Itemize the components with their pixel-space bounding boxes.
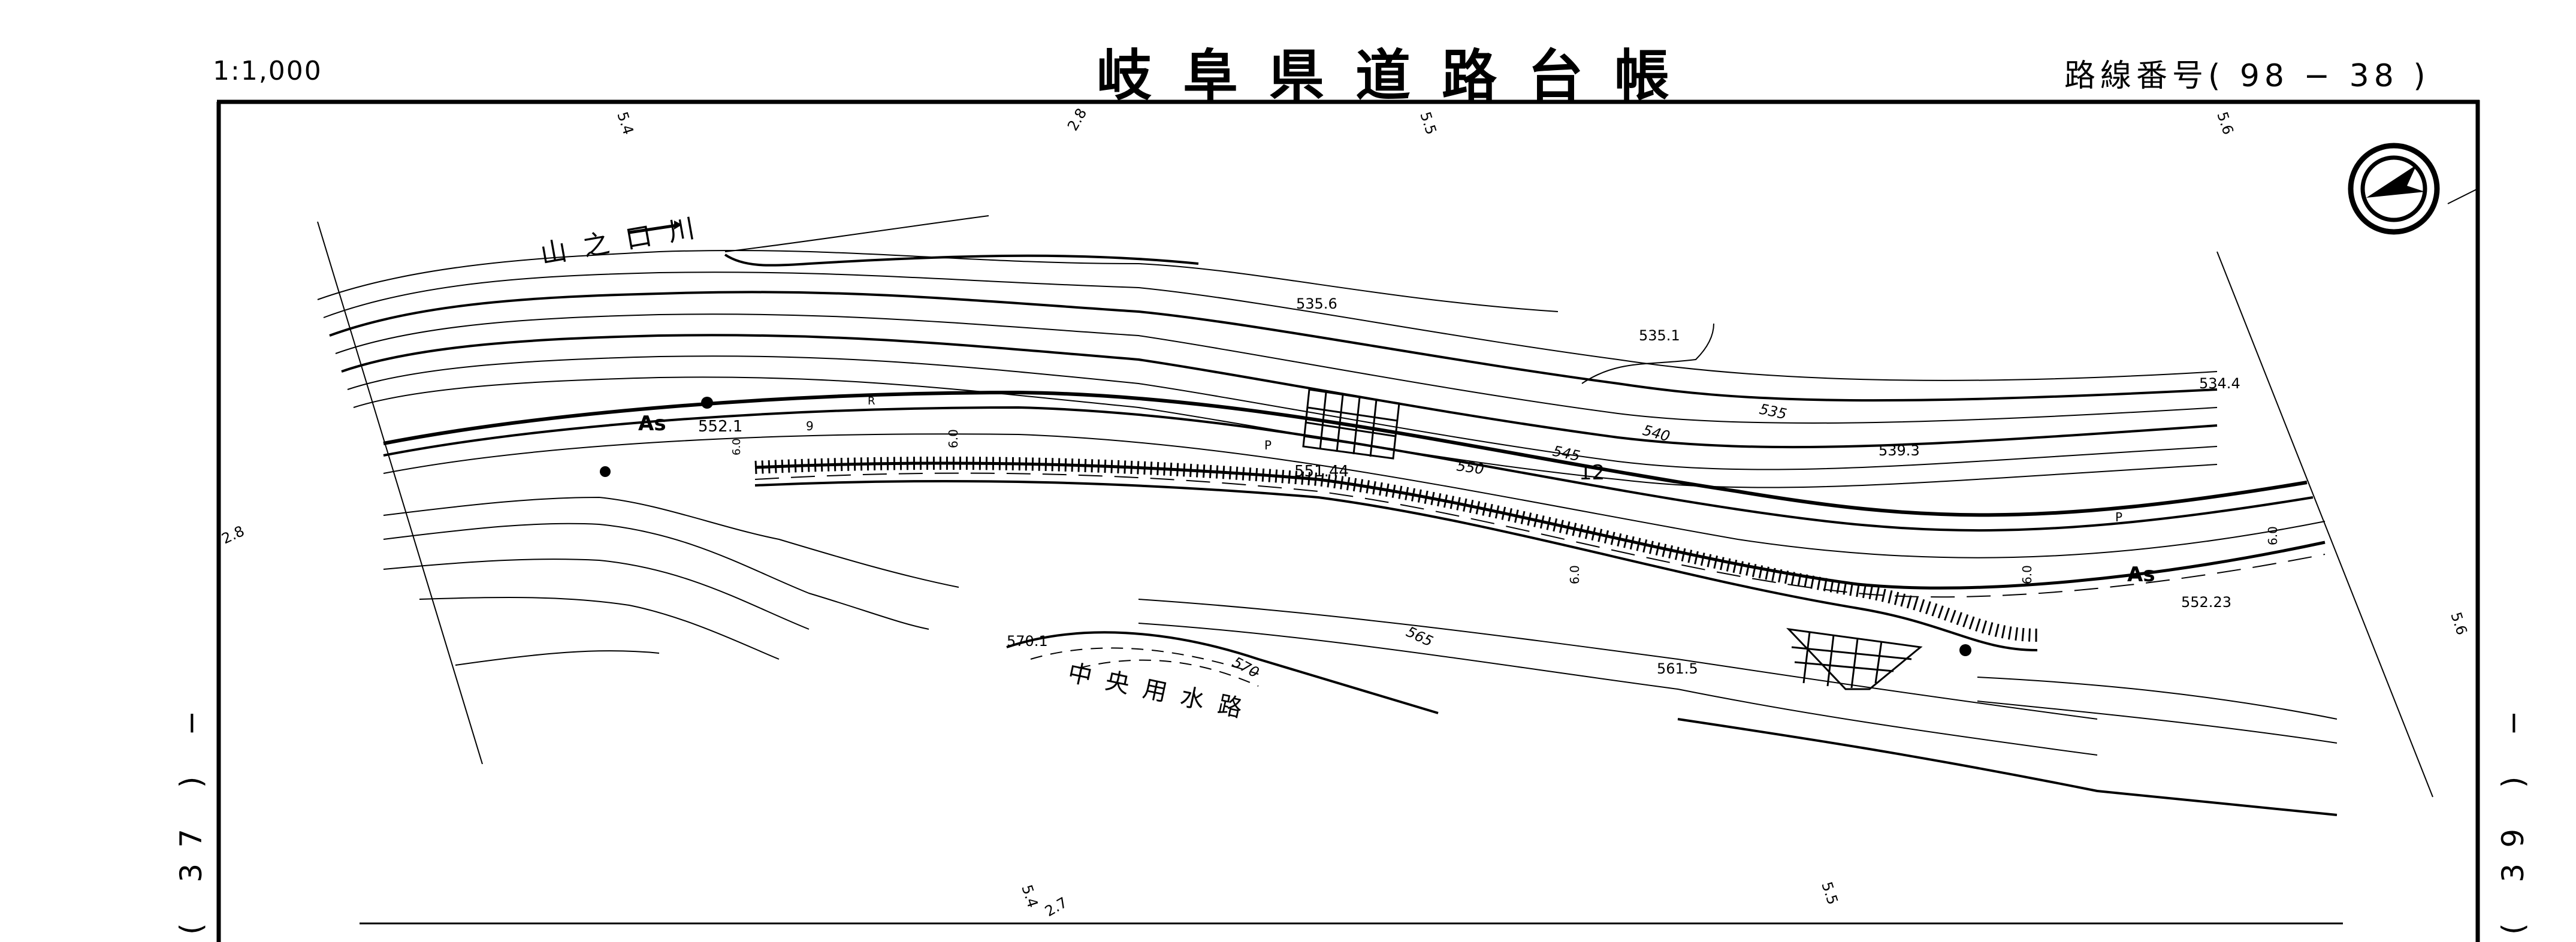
utility-pole-markers <box>600 397 1971 656</box>
edge-mark: 2.8 <box>219 523 247 548</box>
width-label: 6.0 <box>730 438 743 455</box>
canal-label: 中央用水路 <box>1065 659 1259 726</box>
map-frame <box>216 99 2480 942</box>
grid-structure-upper <box>1302 388 1400 460</box>
sheet-boundary-lines <box>317 221 2433 798</box>
edge-mark: 5.6 <box>2213 110 2236 137</box>
road-elevation: 551.44 <box>1294 463 1349 481</box>
point-label: P <box>2115 510 2122 524</box>
contour-label: 535 <box>1758 400 1789 422</box>
station-number: 12 <box>1579 461 1605 485</box>
contour-lines-upper <box>317 215 2218 488</box>
edge-mark: 5.5 <box>1818 880 1841 907</box>
width-label: 6.0 <box>2266 526 2280 545</box>
width-label: 9 <box>806 419 814 433</box>
map-scale: 1:1,000 <box>213 56 322 86</box>
page-title: 岐阜県道路台帳 <box>1097 44 1701 108</box>
route-value: ( 98 − 38 ) <box>2208 58 2430 94</box>
edge-mark: 2.7 <box>1042 894 1070 920</box>
elevation-label: 561.5 <box>1657 660 1698 677</box>
edge-mark: 5.6 <box>2447 610 2470 637</box>
elevation-label: 539.3 <box>1879 442 1920 459</box>
elevation-label: 535.6 <box>1296 295 1337 312</box>
contour-label: 550 <box>1455 457 1485 478</box>
elevation-label: 535.1 <box>1639 327 1680 344</box>
surface-label: As <box>638 412 666 436</box>
edge-mark: 5.4 <box>1018 883 1041 910</box>
edge-mark: 2.8 <box>1064 105 1090 134</box>
road-elevation: 552.23 <box>2181 594 2231 611</box>
width-label: 6.0 <box>2020 565 2034 584</box>
point-label: P <box>1264 438 1272 452</box>
elevation-label: 570.1 <box>1007 633 1048 650</box>
width-label: 6.0 <box>1568 565 1582 584</box>
edge-mark: 5.4 <box>614 110 636 137</box>
contour-lines-lower <box>383 496 2338 816</box>
point-label: R <box>868 395 875 407</box>
north-arrow-icon <box>2348 143 2478 235</box>
flow-arrow-icon <box>629 224 678 234</box>
route-number: 路線番号( 98 − 38 ) <box>2064 50 2430 95</box>
river-label: 山之口川 <box>538 210 713 270</box>
road-elevation: 552.1 <box>698 418 742 436</box>
surface-label: As <box>2127 563 2155 587</box>
retaining-wall <box>754 456 2038 651</box>
width-label: 6.0 <box>946 429 961 448</box>
grid-structure-lower <box>1786 627 1923 690</box>
map-labels: 山之口川 中央用水路 As As 535.6 535.1 534.4 539.3… <box>219 105 2471 920</box>
edge-mark: 5.5 <box>1417 110 1439 137</box>
route-label: 路線番号 <box>2064 58 2209 94</box>
elevation-label: 534.4 <box>2199 375 2240 392</box>
